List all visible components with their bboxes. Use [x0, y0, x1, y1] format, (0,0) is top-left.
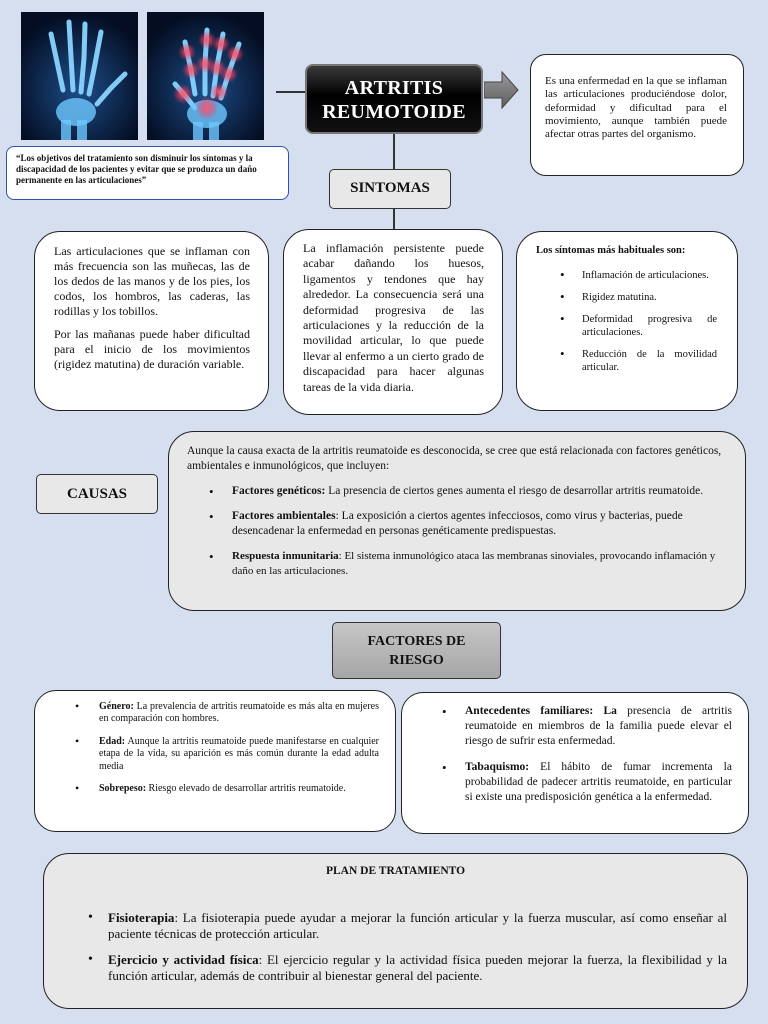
sintomas-card-joints: Las articulaciones que se inflaman con m… [34, 231, 269, 411]
sintomas-label: SINTOMAS [329, 169, 451, 209]
connector-line [393, 134, 395, 169]
list-item: Género: La prevalencia de artritis reuma… [75, 701, 379, 726]
risk-factors-right-box: Antecedentes familiares: La presencia de… [401, 692, 749, 834]
definition-box: Es una enfermedad en la que se inflaman … [530, 54, 744, 176]
causas-label: CAUSAS [36, 474, 158, 514]
arrow-right-icon [484, 70, 520, 115]
list-item: Inflamación de articulaciones. [560, 269, 717, 282]
factores-riesgo-label: FACTORES DE RIESGO [332, 622, 501, 679]
healthy-hand-xray-image [21, 12, 138, 140]
list-item: Rigidez matutina. [560, 291, 717, 304]
list-item: Respuesta inmunitaria: El sistema inmuno… [209, 549, 727, 579]
paragraph: La inflamación persistente puede acabar … [303, 241, 484, 395]
sintomas-card-damage: La inflamación persistente puede acabar … [283, 229, 503, 415]
sintomas-card-common: Los síntomas más habituales son: Inflama… [516, 231, 738, 411]
list-item: Factores genéticos: La presencia de cier… [209, 484, 727, 499]
list-item: Deformidad progresiva de articulaciones. [560, 313, 717, 339]
list-item: Fisioterapia: La fisioterapia puede ayud… [88, 910, 727, 942]
causas-intro: Aunque la causa exacta de la artritis re… [187, 444, 727, 474]
treatment-plan-box: PLAN DE TRATAMIENTO Fisioterapia: La fis… [43, 853, 748, 1009]
main-title: ARTRITIS REUMOTOIDE [305, 64, 483, 134]
treatment-plan-title: PLAN DE TRATAMIENTO [88, 865, 703, 877]
list-item: Factores ambientales: La exposición a ci… [209, 509, 727, 539]
inflamed-hand-xray-image [147, 12, 264, 140]
list-item: Reducción de la movilidad articular. [560, 348, 717, 374]
list-item: Ejercicio y actividad física: El ejercic… [88, 952, 727, 984]
causas-box: Aunque la causa exacta de la artritis re… [168, 431, 746, 611]
connector-line [276, 91, 305, 93]
list-item: Edad: Aunque la artritis reumatoide pued… [75, 736, 379, 773]
list-item: Antecedentes familiares: La presencia de… [442, 704, 732, 750]
paragraph: Las articulaciones que se inflaman con m… [54, 244, 250, 319]
connector-line [393, 209, 395, 229]
list-item: Tabaquismo: El hábito de fumar increment… [442, 760, 732, 806]
treatment-goal-quote: “Los objetivos del tratamiento son dismi… [6, 146, 289, 200]
common-symptoms-heading: Los síntomas más habituales son: [536, 244, 717, 257]
paragraph: Por las mañanas puede haber dificultad p… [54, 327, 250, 372]
list-item: Sobrepeso: Riesgo elevado de desarrollar… [75, 783, 379, 795]
risk-factors-left-box: Género: La prevalencia de artritis reuma… [34, 690, 396, 832]
